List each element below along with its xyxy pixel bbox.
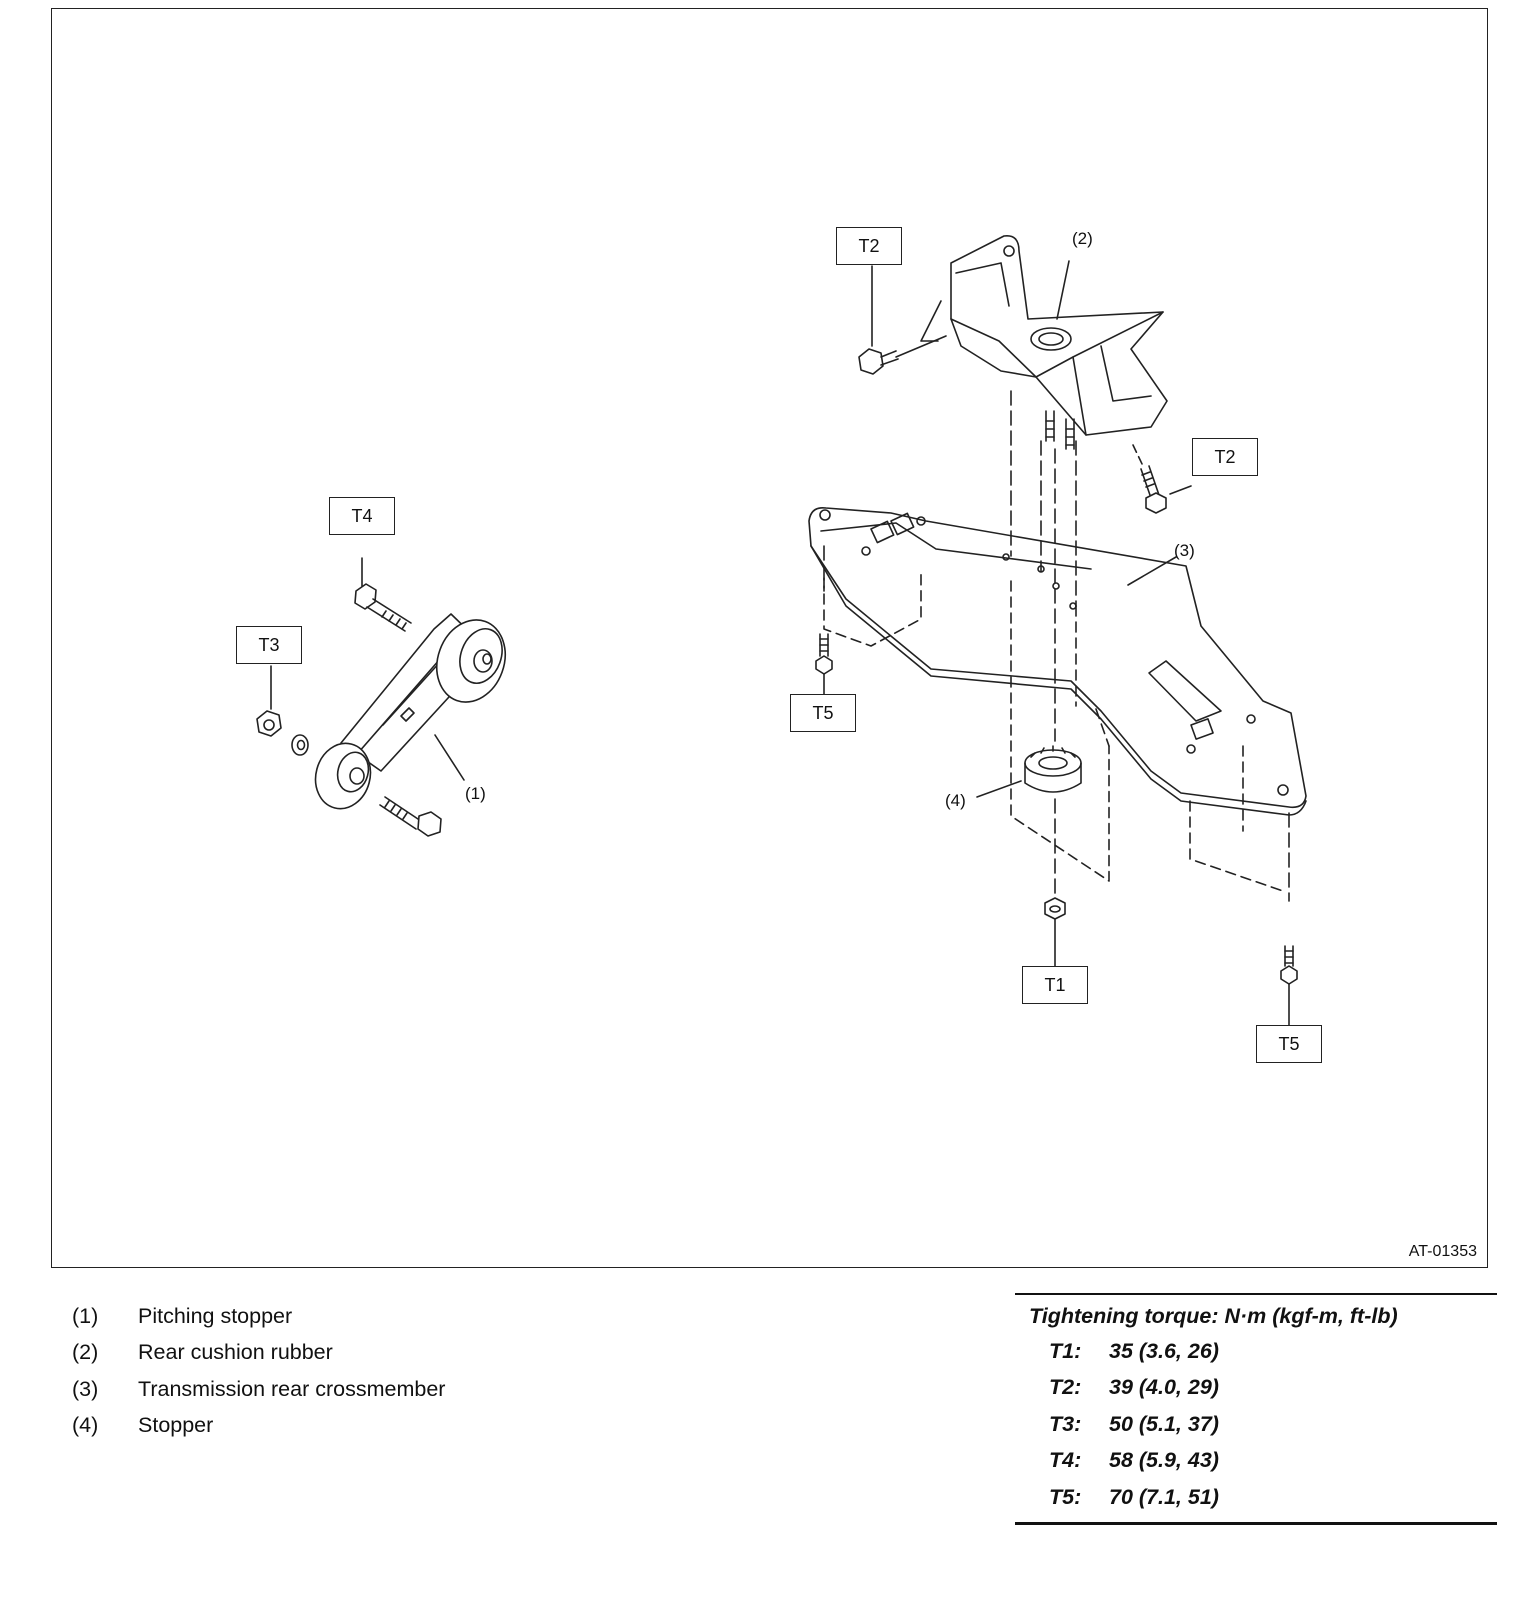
parts-legend: (1) Pitching stopper (2) Rear cushion rubb… [72, 1298, 445, 1444]
torque-row: T3: 50 (5.1, 37) [1015, 1406, 1497, 1443]
legend-number: (3) [72, 1376, 99, 1401]
legend-item: (1) Pitching stopper [72, 1298, 445, 1335]
callout-label: (4) [945, 791, 966, 810]
torque-value: 70 (7.1, 51) [1109, 1484, 1219, 1509]
torque-key: T3: [1049, 1411, 1082, 1436]
t2-bolt-left [858, 335, 947, 375]
torque-tag: T5 [790, 694, 856, 732]
legend-item: (4) Stopper [72, 1408, 445, 1445]
torque-key: T1: [1049, 1338, 1082, 1363]
legend-number: (4) [72, 1413, 99, 1438]
t2-bolt-right [1132, 444, 1167, 514]
torque-heading: Tightening torque: N·m (kgf-m, ft-lb) [1029, 1304, 1398, 1328]
callout-label: (1) [465, 784, 486, 803]
legend-item: (3) Transmission rear crossmember [72, 1371, 445, 1408]
callout-label: (3) [1174, 541, 1195, 560]
torque-tag: T2 [1192, 438, 1258, 476]
legend-number: (1) [72, 1303, 99, 1328]
t5-bolt-left [815, 633, 833, 695]
t3-nut [256, 710, 282, 737]
torque-key: T2: [1049, 1375, 1082, 1400]
transmission-crossmember-drawing [808, 390, 1307, 902]
torque-tag: T1 [1022, 966, 1088, 1004]
figure-frame: T2 T2 T4 T3 T5 T1 T5 (2) (3) (1) (4) AT-… [51, 8, 1488, 1268]
legend-text: Transmission rear crossmember [138, 1376, 446, 1401]
torque-key: T5: [1049, 1484, 1082, 1509]
legend-item: (2) Rear cushion rubber [72, 1335, 445, 1372]
torque-tag: T4 [329, 497, 395, 535]
stopper-drawing [976, 745, 1082, 902]
torque-value: 39 (4.0, 29) [1109, 1375, 1219, 1400]
torque-row: T5: 70 (7.1, 51) [1015, 1479, 1497, 1516]
pitching-stopper-drawing [256, 557, 506, 837]
torque-table: Tightening torque: N·m (kgf-m, ft-lb) T1… [1015, 1293, 1497, 1525]
lower-bolt [379, 796, 442, 837]
t4-bolt [354, 583, 412, 632]
rear-cushion-rubber-drawing [858, 234, 1192, 514]
torque-key: T4: [1049, 1448, 1082, 1473]
callout-label: (2) [1072, 229, 1093, 248]
torque-tag: T2 [836, 227, 902, 265]
torque-row: T4: 58 (5.9, 43) [1015, 1443, 1497, 1480]
legend-text: Rear cushion rubber [138, 1340, 333, 1365]
torque-row: T2: 39 (4.0, 29) [1015, 1370, 1497, 1407]
torque-row: T1: 35 (3.6, 26) [1015, 1333, 1497, 1370]
torque-value: 35 (3.6, 26) [1109, 1338, 1219, 1363]
torque-tag: T3 [236, 626, 302, 664]
washer [291, 734, 309, 756]
torque-value: 50 (5.1, 37) [1109, 1411, 1219, 1436]
legend-text: Pitching stopper [138, 1303, 293, 1328]
exploded-view-drawing [256, 234, 1307, 1027]
torque-value: 58 (5.9, 43) [1109, 1448, 1219, 1473]
figure-code: AT-01353 [1408, 1243, 1477, 1260]
legend-number: (2) [72, 1340, 99, 1365]
t1-nut [1044, 897, 1066, 967]
torque-tag: T5 [1256, 1025, 1322, 1063]
t5-bolt-right [1280, 945, 1298, 1027]
legend-text: Stopper [138, 1413, 214, 1438]
